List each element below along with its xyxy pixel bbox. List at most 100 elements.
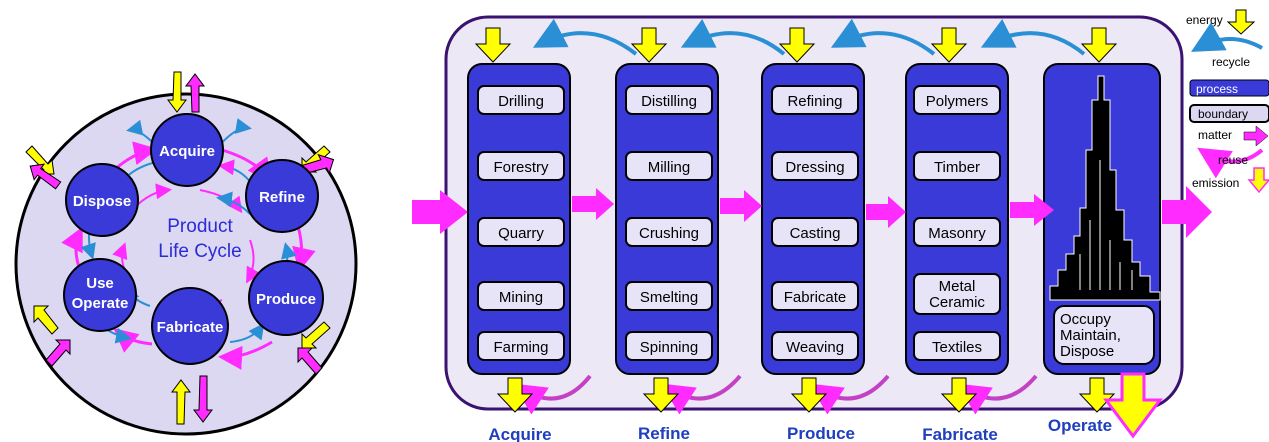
legend-energy-label: energy bbox=[1186, 13, 1223, 27]
bottom-reuse-arrows bbox=[513, 374, 1038, 415]
node-fabricate-label: Fabricate bbox=[157, 319, 224, 336]
legend-boundary-label: boundary bbox=[1198, 107, 1248, 121]
stage-labels: Acquire Refine Produce Fabricate Operate bbox=[488, 416, 1112, 442]
process-box-dressing: Dressing bbox=[771, 151, 859, 181]
process-box-masonry: Masonry bbox=[913, 217, 1001, 247]
legend-energy-icon bbox=[1226, 9, 1256, 35]
life-cycle-circle: Acquire Refine Produce Fabricate Use Ope… bbox=[14, 71, 358, 436]
node-refine-label: Refine bbox=[259, 189, 305, 206]
process-box-label: Distilling bbox=[641, 93, 697, 110]
process-box-label: Masonry bbox=[928, 225, 986, 242]
process-box-forestry: Forestry bbox=[477, 151, 565, 181]
operate-box-line1: Occupy bbox=[1060, 311, 1111, 328]
stage-label-refine: Refine bbox=[638, 424, 690, 442]
node-operate-label: Operate bbox=[72, 295, 129, 312]
process-box-label: Forestry bbox=[493, 159, 549, 176]
process-box-label-part: Ceramic bbox=[929, 294, 985, 311]
column-flow-arrows bbox=[572, 186, 1212, 238]
energy-arrow-acquire bbox=[474, 27, 512, 63]
legend-matter-label: matter bbox=[1198, 128, 1232, 142]
process-box-milling: Milling bbox=[625, 151, 713, 181]
legend-matter-icon bbox=[1243, 125, 1269, 147]
emission-arrow-operate bbox=[1078, 377, 1116, 413]
emission-arrow-produce bbox=[790, 377, 828, 413]
process-box-label: Mining bbox=[499, 289, 543, 306]
process-box-farming: Farming bbox=[477, 331, 565, 361]
energy-arrow-refine bbox=[630, 27, 668, 63]
process-box-label: Dressing bbox=[785, 159, 844, 176]
process-box-label: Milling bbox=[648, 159, 691, 176]
matter-input-arrow bbox=[412, 190, 468, 234]
node-produce-label: Produce bbox=[256, 291, 316, 308]
process-box-label: Casting bbox=[790, 225, 841, 242]
process-box-label: Weaving bbox=[786, 339, 844, 356]
skyline-detail-lines bbox=[1079, 160, 1133, 290]
disposal-arrow bbox=[1103, 372, 1163, 439]
cycle-node-fabricate: Fabricate bbox=[151, 287, 229, 365]
process-box-timber: Timber bbox=[913, 151, 1001, 181]
legend-reuse-icon bbox=[1197, 147, 1264, 179]
cycle-outer-arrows bbox=[25, 71, 335, 425]
emission-arrow-acquire bbox=[496, 377, 534, 413]
stage-label-produce: Produce bbox=[787, 424, 855, 442]
process-box-smelting: Smelting bbox=[625, 281, 713, 311]
process-box-label: Refining bbox=[787, 93, 842, 110]
process-columns: Occupy Maintain, Dispose bbox=[467, 27, 1163, 439]
stage-label-fabricate: Fabricate bbox=[922, 425, 998, 442]
process-box-distilling: Distilling bbox=[625, 85, 713, 115]
legend-process-label: process bbox=[1196, 82, 1238, 96]
process-box-label: Fabricate bbox=[784, 289, 847, 306]
legend-boundary-icon bbox=[1189, 104, 1269, 123]
process-box-weaving: Weaving bbox=[771, 331, 859, 361]
cycle-node-refine: Refine bbox=[245, 159, 319, 233]
process-box-mining: Mining bbox=[477, 281, 565, 311]
process-box-label: Farming bbox=[493, 339, 548, 356]
node-dispose-label: Dispose bbox=[73, 193, 131, 210]
energy-arrow-fabricate bbox=[930, 27, 968, 63]
process-box-refining: Refining bbox=[771, 85, 859, 115]
cycle-node-use-operate: Use Operate bbox=[63, 258, 137, 332]
process-box-polymers: Polymers bbox=[913, 85, 1001, 115]
process-box-label: Quarry bbox=[498, 225, 544, 242]
process-box-casting: Casting bbox=[771, 217, 859, 247]
cycle-title-line2: Life Cycle bbox=[158, 241, 241, 262]
energy-arrow-operate bbox=[1080, 27, 1118, 63]
emission-arrow-refine bbox=[642, 377, 680, 413]
process-box-label: Spinning bbox=[640, 339, 698, 356]
legend-process-icon bbox=[1189, 79, 1269, 97]
process-box-quarry: Quarry bbox=[477, 217, 565, 247]
stage-label-operate: Operate bbox=[1048, 416, 1112, 435]
process-box-label: Crushing bbox=[639, 225, 699, 242]
process-box-fabricate: Fabricate bbox=[771, 281, 859, 311]
node-use-label: Use bbox=[86, 275, 114, 292]
matter-output-arrow bbox=[1162, 186, 1212, 238]
process-box-crushing: Crushing bbox=[625, 217, 713, 247]
process-box-label: Smelting bbox=[640, 289, 698, 306]
legend-reuse-label: reuse bbox=[1218, 153, 1248, 167]
process-chain: Occupy Maintain, Dispose bbox=[412, 15, 1212, 439]
process-box-label-part: Metal bbox=[939, 278, 976, 295]
energy-arrow-produce bbox=[778, 27, 816, 63]
legend-emission-icon bbox=[1247, 167, 1269, 194]
operate-box-line3: Dispose bbox=[1060, 343, 1114, 360]
node-acquire-label: Acquire bbox=[159, 143, 215, 160]
operate-process-box bbox=[1053, 305, 1155, 365]
top-recycle-arrows bbox=[532, 18, 1086, 56]
cycle-title-line1: Product bbox=[167, 216, 233, 237]
cycle-node-produce: Produce bbox=[248, 260, 324, 336]
emission-arrow-fabricate bbox=[940, 377, 978, 413]
cycle-node-dispose: Dispose bbox=[65, 163, 139, 237]
legend-recycle-icon bbox=[1191, 22, 1263, 52]
cycle-node-acquire: Acquire bbox=[150, 113, 224, 187]
process-box-label: Polymers bbox=[926, 93, 989, 110]
stage-label-acquire: Acquire bbox=[488, 425, 551, 442]
legend: energy recycle process boundary matter r… bbox=[1186, 9, 1269, 194]
process-box-label: Timber bbox=[934, 159, 980, 176]
process-box-drilling: Drilling bbox=[477, 85, 565, 115]
city-skyline-icon bbox=[1049, 75, 1161, 301]
process-box-spinning: Spinning bbox=[625, 331, 713, 361]
operate-box-line2: Maintain, bbox=[1060, 327, 1121, 344]
